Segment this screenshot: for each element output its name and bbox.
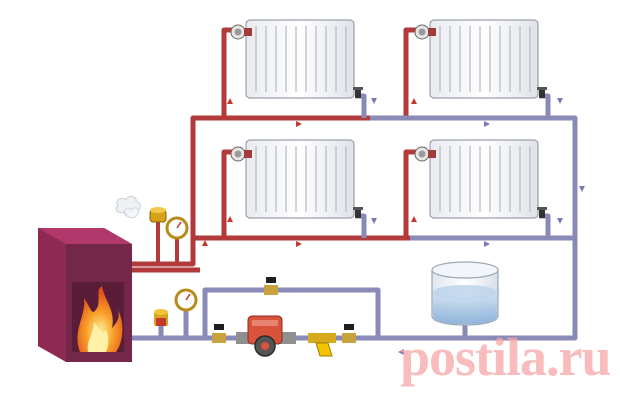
flow-arrow-icon bbox=[371, 98, 377, 104]
flow-arrows bbox=[202, 98, 585, 355]
flow-arrow-icon bbox=[227, 216, 233, 222]
radiator-bottom-left bbox=[230, 139, 363, 219]
radiator-bottom-right bbox=[414, 139, 547, 219]
strainer-filter-icon bbox=[308, 333, 336, 357]
ball-valve-icon bbox=[212, 324, 226, 343]
radiator-top-left bbox=[230, 19, 363, 99]
flow-arrow-icon bbox=[484, 121, 490, 127]
safety-valve-icon bbox=[154, 309, 168, 326]
expansion-tank-icon bbox=[431, 261, 499, 326]
pressure-gauge-icon bbox=[174, 288, 198, 312]
flow-arrow-icon bbox=[296, 121, 302, 127]
flow-arrow-icon bbox=[296, 241, 302, 247]
ball-valve-icon bbox=[264, 277, 278, 295]
flow-arrow-icon bbox=[579, 186, 585, 192]
flow-arrow-icon bbox=[411, 98, 417, 104]
flow-arrow-icon bbox=[398, 349, 404, 355]
flow-arrow-icon bbox=[557, 98, 563, 104]
supply-pipes bbox=[131, 27, 418, 273]
pressure-gauge-icon bbox=[165, 216, 189, 240]
flow-arrow-icon bbox=[371, 218, 377, 224]
flow-arrow-icon bbox=[227, 98, 233, 104]
ball-valve-icon bbox=[342, 324, 356, 343]
flame-icon bbox=[77, 286, 123, 352]
flow-arrow-icon bbox=[202, 240, 208, 246]
boiler-icon bbox=[38, 228, 132, 362]
flow-arrow-icon bbox=[411, 216, 417, 222]
flow-arrow-icon bbox=[557, 218, 563, 224]
circulation-pump-icon bbox=[236, 315, 296, 357]
watermark-text: postila.ru bbox=[400, 327, 612, 387]
flow-arrow-icon bbox=[484, 241, 490, 247]
air-vent-icon bbox=[115, 195, 167, 223]
radiator-top-right bbox=[414, 19, 547, 99]
